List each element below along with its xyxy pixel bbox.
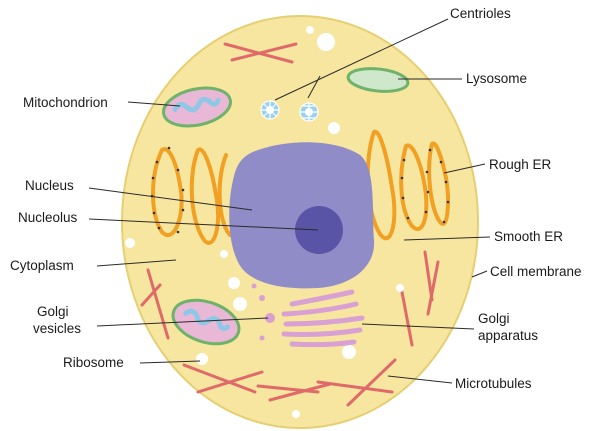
label-centrioles: Centrioles	[450, 6, 511, 21]
label-mitochondrion: Mitochondrion	[23, 95, 108, 110]
label-cell-membrane: Cell membrane	[490, 264, 582, 279]
label-lysosome: Lysosome	[466, 71, 527, 86]
label-golgi-apparatus-line2: apparatus	[478, 328, 538, 343]
label-smooth-er: Smooth ER	[494, 229, 563, 244]
label-nucleus: Nucleus	[25, 178, 74, 193]
label-golgi-vesicles-line2: vesicles	[33, 321, 81, 336]
label-cytoplasm: Cytoplasm	[10, 258, 74, 273]
label-microtubules: Microtubules	[455, 376, 532, 391]
nucleolus-shape	[295, 206, 343, 254]
label-golgi-apparatus-line1: Golgi	[478, 311, 510, 326]
label-golgi-vesicles-line1: Golgi	[37, 304, 69, 319]
label-ribosome: Ribosome	[63, 355, 124, 370]
label-nucleolus: Nucleolus	[18, 210, 78, 225]
label-rough-er: Rough ER	[489, 157, 552, 172]
